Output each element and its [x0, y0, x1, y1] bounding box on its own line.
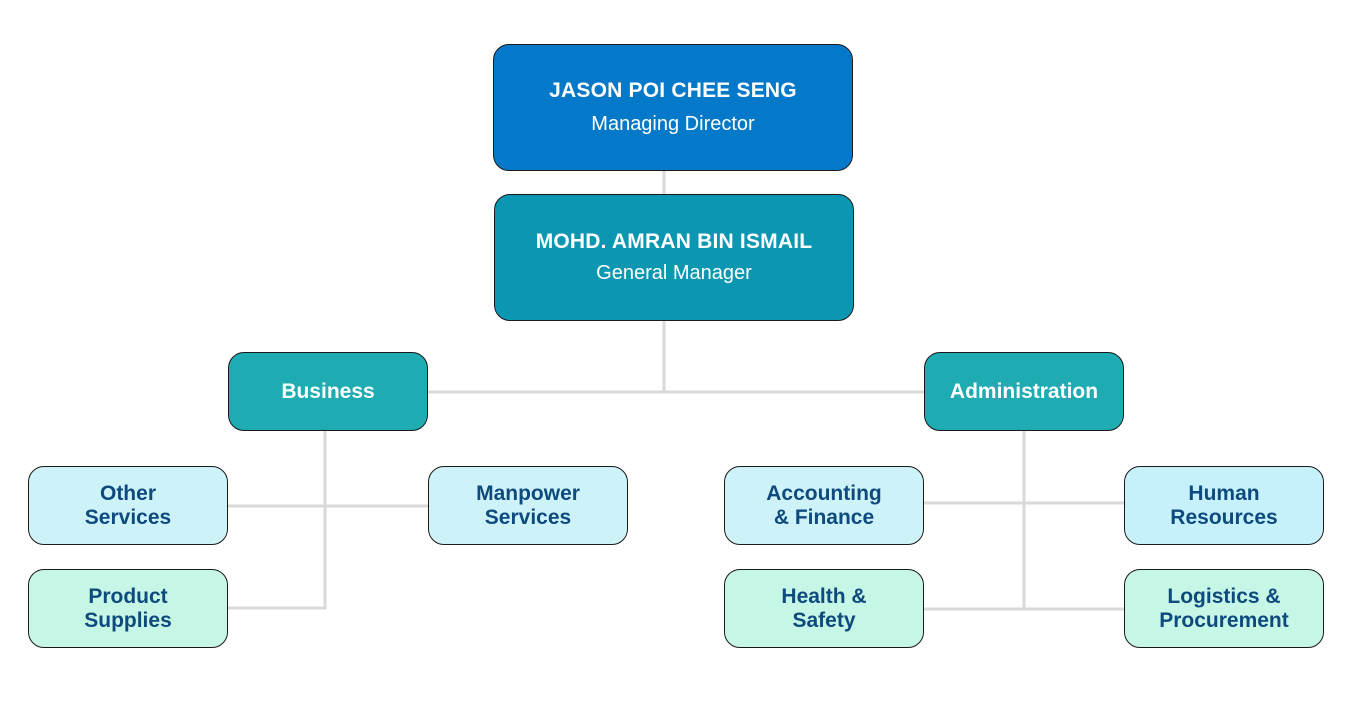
product-supplies-label-line2: Supplies	[84, 608, 172, 632]
managing-director-role: Managing Director	[591, 113, 755, 135]
human-resources-label-line1: Human	[1188, 481, 1260, 505]
product-supplies-label-line1: Product	[88, 584, 168, 608]
business-department-box: Business	[228, 352, 428, 431]
other-services-label-line2: Services	[84, 505, 172, 529]
manpower-services-label-line2: Services	[484, 505, 572, 529]
health-safety-label-line1: Health &	[781, 584, 867, 608]
managing-director-name: JASON POI CHEE SENG	[549, 79, 797, 102]
administration-department-box: Administration	[924, 352, 1124, 431]
administration-department-label: Administration	[949, 379, 1099, 403]
human-resources-box: Human Resources	[1124, 466, 1324, 545]
manpower-services-label-line1: Manpower	[476, 481, 580, 505]
logistics-procurement-label-line2: Procurement	[1159, 608, 1289, 632]
other-services-box: Other Services	[28, 466, 228, 545]
general-manager-box: MOHD. AMRAN BIN ISMAIL General Manager	[494, 194, 854, 321]
business-department-label: Business	[281, 379, 375, 403]
product-supplies-box: Product Supplies	[28, 569, 228, 648]
health-safety-box: Health & Safety	[724, 569, 924, 648]
logistics-procurement-label-line1: Logistics &	[1167, 584, 1281, 608]
managing-director-box: JASON POI CHEE SENG Managing Director	[493, 44, 853, 171]
health-safety-label-line2: Safety	[792, 608, 856, 632]
human-resources-label-line2: Resources	[1170, 505, 1278, 529]
general-manager-role: General Manager	[596, 262, 752, 284]
logistics-procurement-box: Logistics & Procurement	[1124, 569, 1324, 648]
accounting-finance-label-line1: Accounting	[766, 481, 882, 505]
accounting-finance-label-line2: & Finance	[773, 505, 875, 529]
other-services-label-line1: Other	[99, 481, 156, 505]
manpower-services-box: Manpower Services	[428, 466, 628, 545]
accounting-finance-box: Accounting & Finance	[724, 466, 924, 545]
general-manager-name: MOHD. AMRAN BIN ISMAIL	[535, 230, 813, 253]
